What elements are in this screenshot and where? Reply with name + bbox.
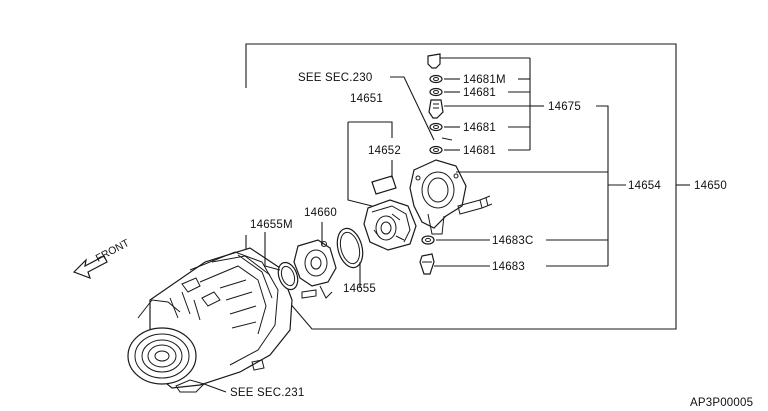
label-14681-c: 14681 — [463, 145, 496, 157]
alternator-body — [127, 247, 293, 393]
label-14655m: 14655M — [250, 219, 293, 231]
leader-14651-left — [347, 122, 373, 207]
label-front: FRONT — [94, 237, 132, 265]
washer-14681-c — [429, 145, 443, 155]
label-14660: 14660 — [304, 207, 337, 219]
label-14681-a: 14681 — [463, 87, 496, 99]
gasket-14655m — [277, 261, 299, 291]
leader-sec231 — [203, 383, 227, 393]
housing-14654 — [409, 159, 493, 235]
washer-14683c — [421, 235, 435, 245]
washer-14681-b — [429, 122, 453, 141]
diagram-code: AP3P00005 — [690, 397, 753, 409]
brush-14652 — [371, 175, 397, 195]
label-see-sec-230: SEE SEC.230 — [298, 72, 372, 84]
leader-14651-top — [348, 121, 393, 138]
nozzle-top-part — [427, 53, 441, 69]
label-14650: 14650 — [694, 180, 727, 192]
front-arrow-icon — [72, 255, 108, 280]
label-14651: 14651 — [350, 93, 383, 105]
label-14652: 14652 — [368, 145, 401, 157]
label-14655: 14655 — [343, 283, 376, 295]
fitting-14683 — [419, 253, 435, 275]
label-14681m: 14681M — [463, 74, 506, 86]
o-ring-14655 — [336, 227, 364, 269]
label-see-sec-231: SEE SEC.231 — [230, 387, 304, 399]
check-valve-14675 — [428, 99, 444, 119]
label-14683: 14683 — [492, 261, 525, 273]
label-14681-b: 14681 — [463, 122, 496, 134]
bracket-14654 — [596, 105, 609, 266]
washer-14681m — [429, 74, 443, 84]
label-14654: 14654 — [628, 180, 661, 192]
label-14683c: 14683C — [492, 235, 533, 247]
leader-sec230 — [390, 76, 435, 141]
leader-14655m — [264, 232, 281, 271]
label-14675: 14675 — [548, 101, 581, 113]
washer-14681-a — [429, 87, 443, 97]
holder-14651 — [363, 199, 417, 251]
plate-14660 — [293, 239, 337, 299]
